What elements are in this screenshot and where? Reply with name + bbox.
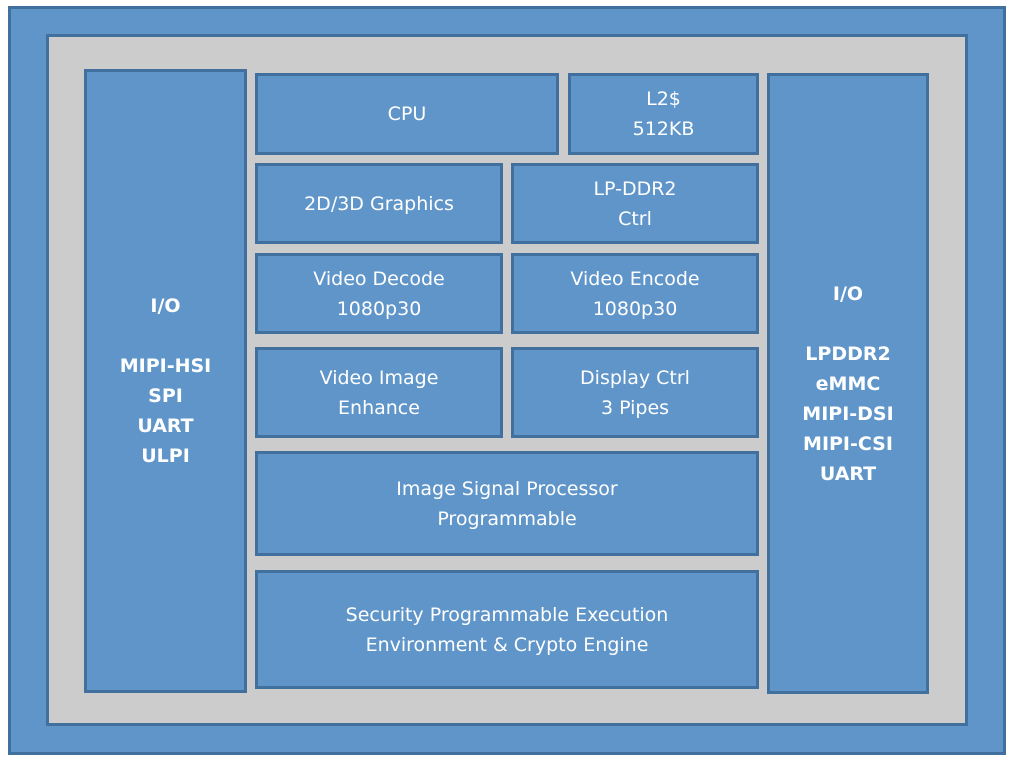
video-decode-block: Video Decode 1080p30: [255, 253, 503, 334]
graphics-label: 2D/3D Graphics: [304, 192, 454, 215]
ddr-label: LP-DDR2: [593, 177, 677, 200]
left-io-item: SPI: [148, 385, 183, 407]
cpu-label: CPU: [387, 103, 427, 125]
video-encode-block: Video Encode 1080p30: [511, 253, 759, 334]
isp-label: Image Signal Processor: [396, 477, 618, 500]
disp-sub: 3 Pipes: [600, 396, 670, 419]
ddr-sub: Ctrl: [618, 207, 652, 230]
isp-sub: Programmable: [437, 507, 577, 530]
left-io-item: MIPI-HSI: [119, 355, 212, 377]
disp-label: Display Ctrl: [580, 366, 690, 389]
graphics-block: 2D/3D Graphics: [255, 163, 503, 244]
sec-sub: Environment & Crypto Engine: [365, 633, 649, 656]
right-io-item: MIPI-DSI: [802, 402, 894, 425]
vie-sub: Enhance: [338, 396, 420, 419]
left-io-block: I/O MIPI-HSI SPI UART ULPI: [84, 69, 247, 693]
display-ctrl-block: Display Ctrl 3 Pipes: [511, 347, 759, 438]
right-io-block: I/O LPDDR2 eMMC MIPI-DSI MIPI-CSI UART: [767, 73, 929, 694]
vdec-sub: 1080p30: [336, 297, 422, 320]
right-io-title: I/O: [832, 282, 864, 305]
vie-label: Video Image: [319, 366, 439, 389]
cpu-block: CPU: [255, 73, 559, 155]
left-io-item: ULPI: [141, 445, 190, 467]
l2-size: 512KB: [632, 118, 695, 140]
right-io-item: eMMC: [815, 372, 881, 395]
venc-sub: 1080p30: [592, 297, 678, 320]
left-io-title: I/O: [150, 295, 181, 317]
right-io-item: MIPI-CSI: [803, 432, 893, 455]
l2-cache-block: L2$ 512KB: [568, 73, 759, 155]
sec-label: Security Programmable Execution: [345, 603, 669, 626]
venc-label: Video Encode: [570, 267, 700, 290]
vdec-label: Video Decode: [313, 267, 445, 290]
right-io-item: UART: [819, 462, 877, 485]
left-io-item: UART: [137, 415, 194, 437]
right-io-item: LPDDR2: [805, 342, 891, 365]
l2-label: L2$: [646, 88, 681, 110]
